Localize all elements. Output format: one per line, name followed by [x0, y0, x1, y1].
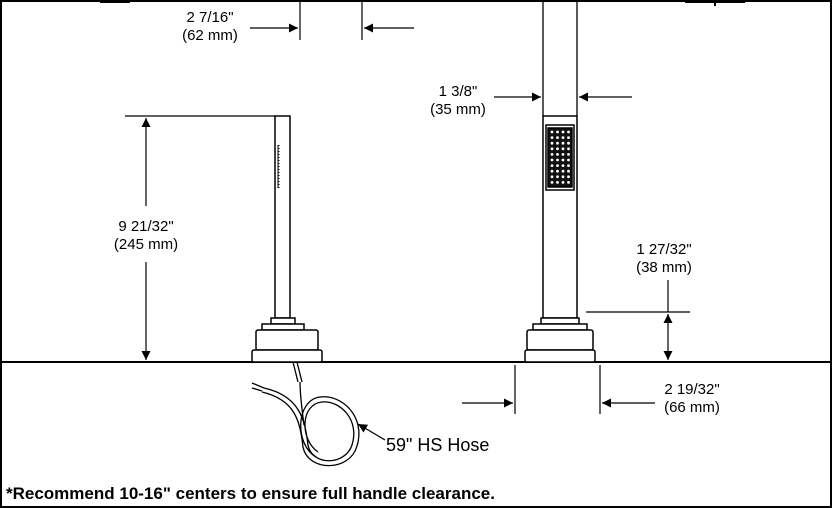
hand-shower-holder	[251, 115, 323, 363]
holder-height-dimension	[125, 115, 275, 360]
spray-nozzle	[550, 169, 554, 173]
base-height-dimension	[586, 280, 690, 360]
spray-nozzle	[556, 130, 559, 134]
spray-nozzle	[561, 158, 565, 162]
base-width-inches: 2 19/32"	[664, 381, 720, 398]
spray-nozzle	[567, 164, 570, 168]
spray-nozzle	[556, 141, 559, 145]
spray-nozzle	[550, 153, 554, 156]
hand-width-inches: 1 3/8"	[438, 83, 478, 100]
base-height-label: 1 27/32" (38 mm)	[614, 241, 714, 277]
spray-nozzle	[550, 147, 554, 151]
spray-nozzle	[556, 136, 559, 140]
spray-nozzle	[550, 181, 554, 184]
spray-nozzle	[567, 147, 570, 151]
hand-width-mm: (35 mm)	[430, 101, 486, 118]
base-height-inches: 1 27/32"	[636, 241, 692, 258]
spray-nozzle	[561, 169, 565, 173]
base-width-mm: (66 mm)	[664, 399, 720, 416]
spray-nozzle	[556, 164, 559, 168]
hose-leader-arrow	[357, 423, 386, 441]
spray-nozzle	[556, 181, 559, 184]
spray-nozzle	[550, 164, 554, 168]
spray-nozzle	[561, 164, 565, 168]
spray-nozzle	[550, 130, 554, 134]
spray-nozzle	[556, 147, 559, 151]
spray-nozzle	[561, 141, 565, 145]
base-width-label: 2 19/32" (66 mm)	[642, 381, 742, 417]
spray-nozzle	[550, 158, 554, 162]
spray-nozzle	[556, 158, 559, 162]
spray-nozzle	[561, 130, 565, 134]
spray-nozzle	[567, 130, 570, 134]
spray-nozzle	[567, 169, 570, 173]
top-spacing-dimension	[250, 2, 414, 40]
spray-nozzle	[567, 136, 570, 140]
hand-shower-top-lines	[542, 2, 578, 116]
spray-nozzle	[561, 136, 565, 140]
clearance-note: *Recommend 10-16" centers to ensure full…	[6, 484, 495, 503]
holder-height-label: 9 21/32" (245 mm)	[96, 218, 196, 254]
hose-label: 59" HS Hose	[386, 435, 490, 455]
holder-height-inches: 9 21/32"	[118, 218, 174, 235]
spray-nozzle	[567, 158, 570, 162]
top-spacing-mm: (62 mm)	[182, 27, 238, 44]
spray-nozzle	[567, 181, 570, 184]
top-spacing-label: 2 7/16" (62 mm)	[160, 9, 260, 45]
top-spacing-inches: 2 7/16"	[186, 9, 234, 26]
hose-drawing	[251, 361, 360, 467]
spray-nozzle	[561, 175, 565, 179]
top-edge-details	[100, 1, 745, 6]
spray-nozzle	[556, 169, 559, 173]
hand-shower	[524, 115, 596, 363]
hand-width-label: 1 3/8" (35 mm)	[408, 83, 508, 119]
spray-nozzle	[561, 181, 565, 184]
spray-nozzle	[561, 153, 565, 156]
base-width-dimension	[462, 365, 655, 414]
spray-nozzle	[556, 153, 559, 156]
spray-nozzle	[550, 141, 554, 145]
base-height-mm: (38 mm)	[636, 259, 692, 276]
spray-nozzle	[561, 147, 565, 151]
spray-nozzle	[550, 175, 554, 179]
spray-nozzle	[550, 136, 554, 140]
spray-nozzle	[567, 175, 570, 179]
holder-height-mm: (245 mm)	[113, 236, 179, 253]
spray-nozzle	[556, 175, 559, 179]
spray-nozzle	[567, 141, 570, 145]
spray-nozzle	[567, 153, 570, 156]
